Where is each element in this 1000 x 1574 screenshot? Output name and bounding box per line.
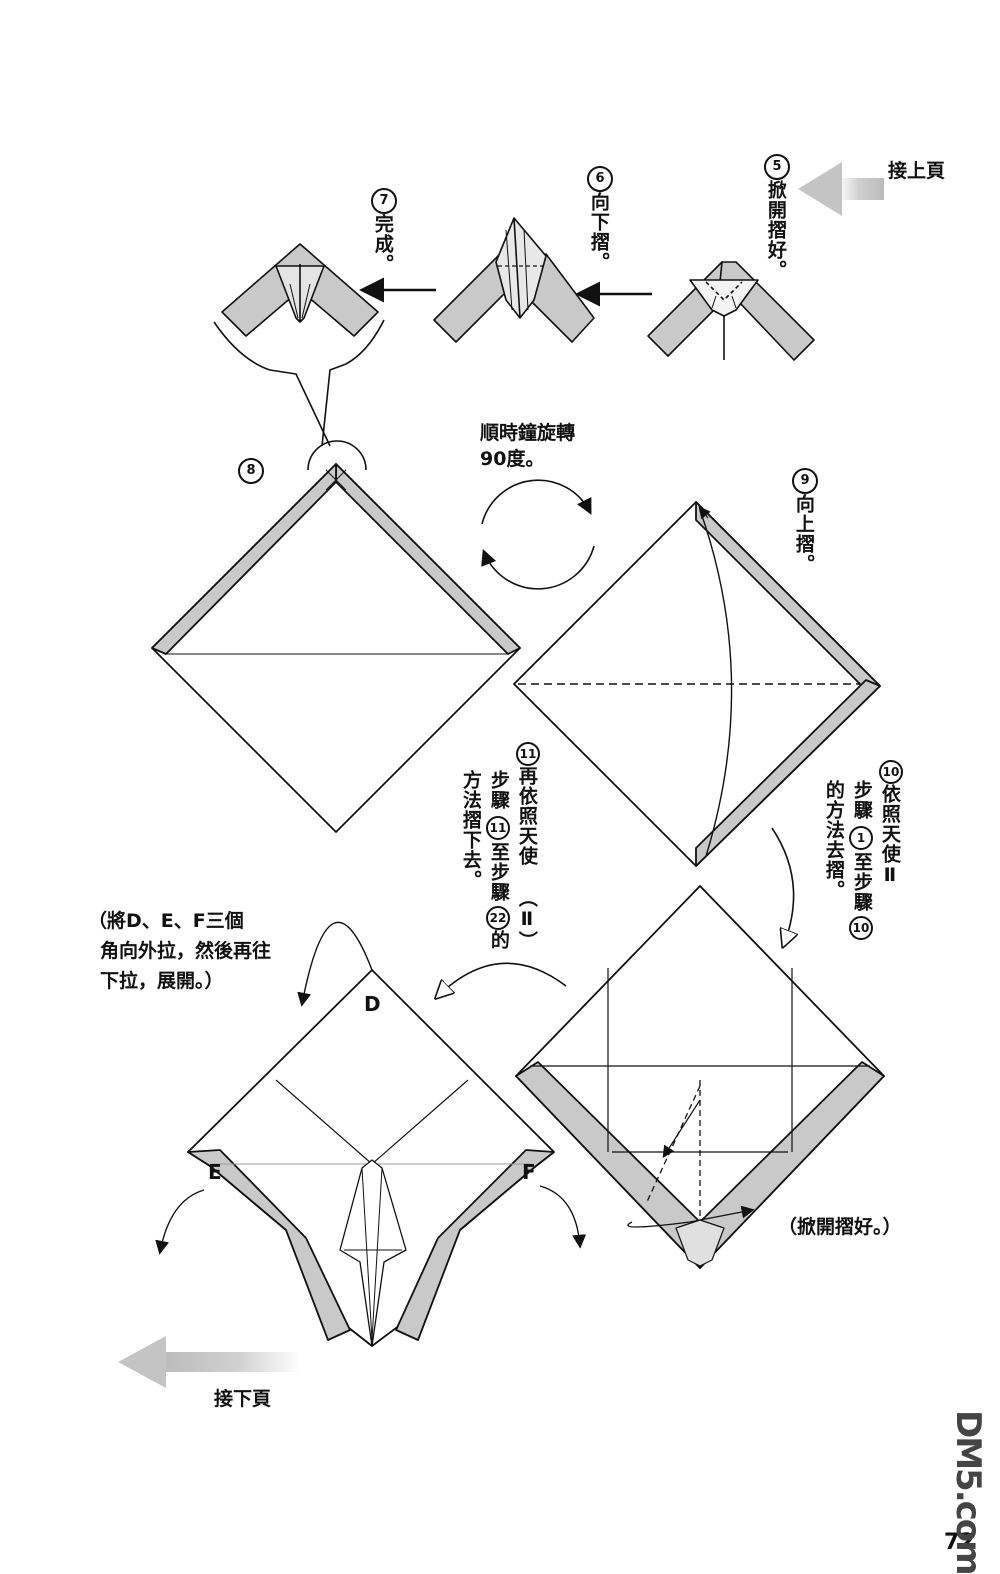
page-number: 72: [944, 1530, 975, 1555]
step10-line1: 依照天使Ⅱ: [878, 784, 901, 887]
continue-from-arrow: [798, 162, 884, 216]
pull-note-line1: （將D、E、F三個: [88, 910, 244, 932]
step8-model: [151, 463, 521, 833]
corner-label-d: D: [364, 992, 381, 1016]
step10-ref2: 10: [849, 916, 873, 940]
rotate-note-line1: 順時鐘旋轉: [480, 422, 576, 444]
step5-text: 掀開摺好。: [764, 180, 787, 280]
corner-label-f: F: [522, 1160, 536, 1184]
step10-model: [515, 885, 885, 1269]
arrow-9-to-10: [771, 827, 794, 944]
step7-number: 7: [371, 188, 397, 214]
corner-label-e: E: [208, 1160, 222, 1184]
step9-number: 9: [792, 468, 818, 494]
step10-line3: 的方法去摺。: [822, 780, 845, 900]
continue-to-arrow: [118, 1336, 300, 1388]
arrow-10-to-11: [438, 962, 567, 996]
step10-line2b: 至步驟: [850, 852, 873, 912]
step6-number: 6: [587, 166, 613, 192]
step5-number: 5: [764, 154, 790, 180]
open-note: （掀開摺好。）: [778, 1216, 902, 1238]
step8-number: 8: [238, 458, 264, 484]
watermark: DM5.com: [948, 1410, 988, 1574]
rotate-note-line2: 90度。: [480, 448, 545, 470]
step11-line2b: 至步驟: [487, 842, 510, 902]
pull-note-line2: 角向外拉，然後再往: [100, 940, 272, 962]
step10-line2a: 步驟: [850, 780, 873, 820]
step5-model: [647, 261, 815, 361]
step11-line3: 方法摺下去。: [459, 770, 482, 890]
step7-text: 完成。: [371, 214, 394, 274]
step9-model: [513, 501, 881, 867]
rotation-arrows: [481, 479, 595, 590]
step6-model: [433, 217, 595, 343]
pull-note-line3: 下拉，展開。）: [100, 970, 224, 992]
step11-model: [155, 921, 587, 1347]
continue-to-label: 接下頁: [214, 1388, 272, 1410]
step10-ref1: 1: [849, 826, 873, 850]
step11-line1: 再依照天使: [515, 766, 538, 866]
step7-model: [213, 243, 385, 471]
step11-ref2: 22: [486, 906, 510, 930]
step10-number: 10: [879, 760, 903, 784]
step11-line2a: 步驟: [487, 770, 510, 810]
step11-ref1: 11: [486, 816, 510, 840]
step11-line2c: 的: [487, 930, 510, 950]
step11-line1-paren: （Ⅱ）: [515, 888, 538, 951]
continue-from-label: 接上頁: [888, 160, 946, 182]
step11-number: 11: [516, 742, 540, 766]
step9-text: 向上摺。: [792, 494, 815, 574]
step6-text: 向下摺。: [587, 192, 610, 272]
